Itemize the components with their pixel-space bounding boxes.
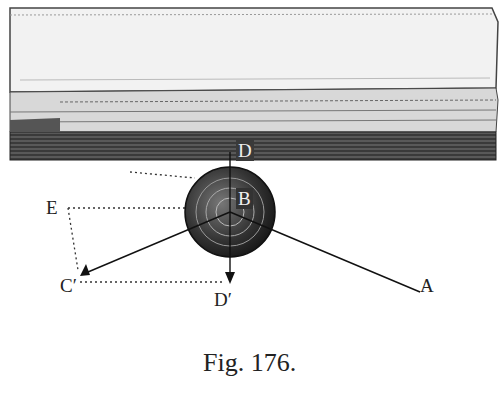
point-label: E bbox=[46, 198, 58, 217]
wall-slab bbox=[10, 8, 498, 92]
force-lines bbox=[88, 152, 420, 292]
point-label: D bbox=[236, 140, 254, 161]
figure-caption: Fig. 176. bbox=[203, 350, 296, 376]
point-label: B bbox=[236, 188, 253, 209]
point-label: C′ bbox=[60, 276, 77, 295]
ledge bbox=[10, 88, 498, 160]
point-label: D′ bbox=[214, 290, 232, 309]
point-label: A bbox=[420, 276, 434, 295]
arrowhead bbox=[225, 272, 235, 284]
arrowhead bbox=[80, 264, 90, 276]
